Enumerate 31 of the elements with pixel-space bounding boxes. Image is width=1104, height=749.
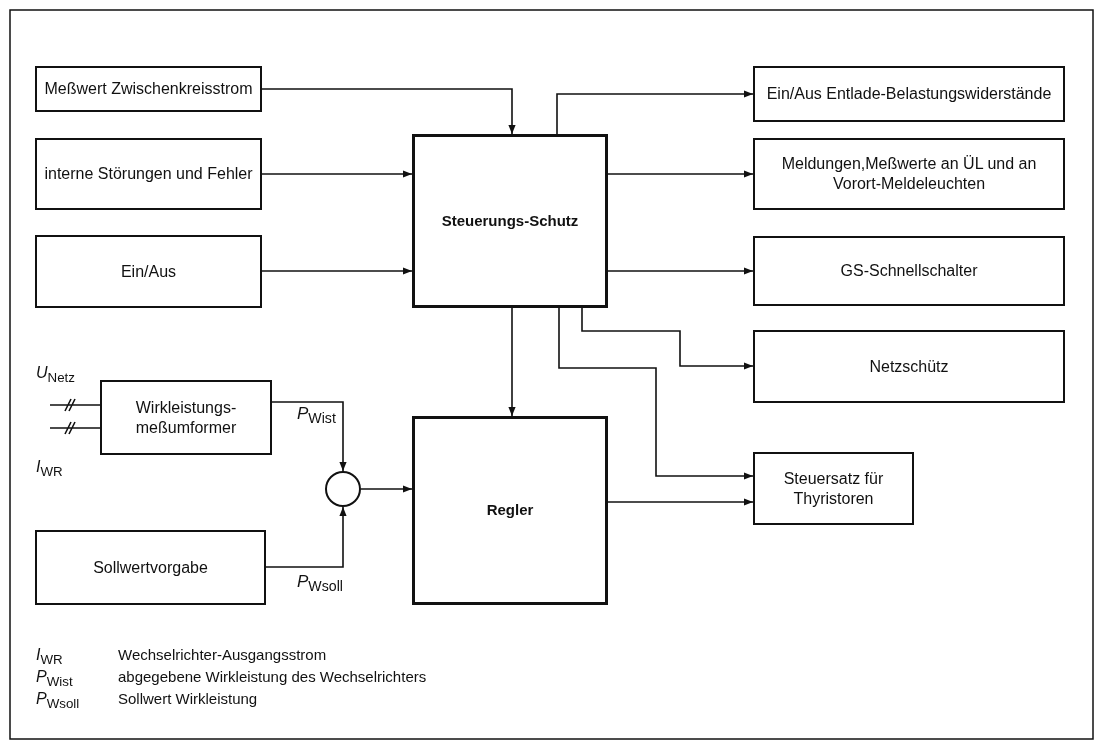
arrow: [360, 485, 413, 493]
block-box: Sollwertvorgabe: [35, 530, 266, 605]
block-box: Meldungen,Meßwerte an ÜL und an Vorort-Meldeleuchten: [753, 138, 1065, 210]
block-box: Meßwert Zwischenkreisstrom: [35, 66, 262, 112]
block-box: GS-Schnellschalter: [753, 236, 1065, 306]
block-box: Regler: [412, 416, 608, 605]
arrow: [508, 307, 516, 417]
arrow: [581, 307, 754, 370]
block-box: interne Störungen und Fehler: [35, 138, 262, 210]
block-box: Steuersatz für Thyristoren: [753, 452, 914, 525]
description: Wechselrichter-Ausgangsstrom: [118, 646, 327, 663]
block-box: Steuerungs-Schutz: [412, 134, 608, 308]
arrow: [607, 498, 754, 506]
arrow: [261, 88, 516, 135]
arrow: [265, 506, 347, 568]
arrow: [558, 307, 754, 480]
arrow: [556, 90, 754, 135]
arrow: [261, 170, 413, 178]
block-box: Ein/Aus Entlade-Belastungswiderstände: [753, 66, 1065, 122]
block-box: Netzschütz: [753, 330, 1065, 403]
description: Sollwert Wirkleistung: [118, 690, 258, 707]
bus-line: [49, 421, 101, 435]
arrow: [271, 401, 347, 472]
block-box: Ein/Aus: [35, 235, 262, 308]
arrow: [607, 267, 754, 275]
block-box: Wirkleistungs-meßumformer: [100, 380, 272, 455]
arrow: [261, 267, 413, 275]
arrow: [607, 170, 754, 178]
summing-junction: [325, 471, 361, 507]
bus-line: [49, 398, 101, 412]
description: abgegebene Wirkleistung des Wechselrichters: [118, 668, 427, 685]
